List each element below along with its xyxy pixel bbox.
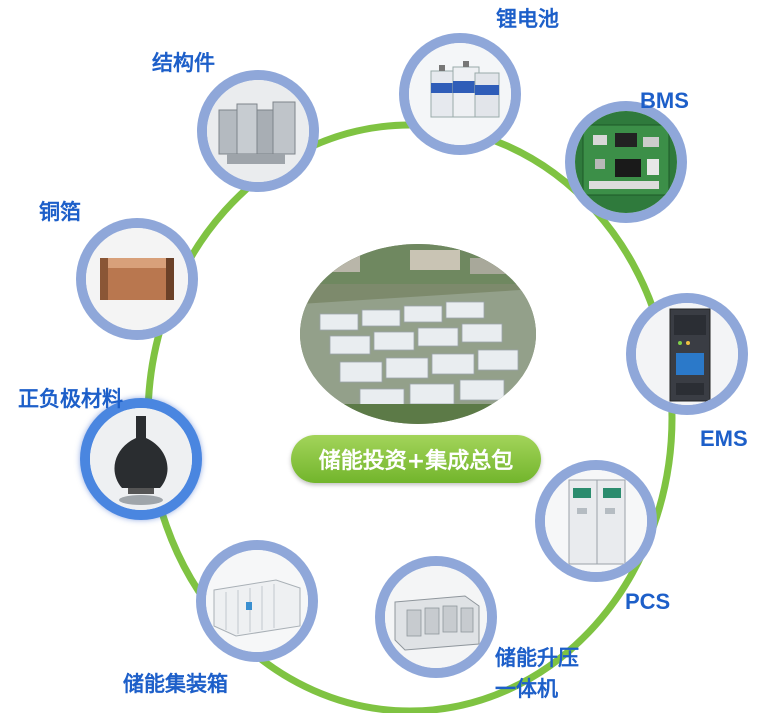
circuit-board-icon xyxy=(575,111,677,213)
node-copper-foil[interactable] xyxy=(76,218,198,340)
node-pcs[interactable] xyxy=(535,460,657,582)
label-bms: BMS xyxy=(640,88,689,113)
energy-storage-plant-photo xyxy=(300,244,536,424)
node-step-up-unit[interactable] xyxy=(375,556,497,678)
copper-foil-icon xyxy=(86,228,188,330)
node-lithium-battery[interactable] xyxy=(399,33,521,155)
battery-icon xyxy=(409,43,511,145)
node-structural-parts[interactable] xyxy=(197,70,319,192)
label-copper-foil: 铜箔 xyxy=(39,200,81,224)
label-container: 储能集装箱 xyxy=(123,672,228,696)
transformer-unit-icon xyxy=(385,566,487,668)
investment-epc-badge: 储能投资+集成总包 xyxy=(291,435,541,483)
label-pcs: PCS xyxy=(625,589,671,614)
node-ems[interactable] xyxy=(626,293,748,415)
label-structural-parts: 结构件 xyxy=(152,51,215,75)
node-container[interactable] xyxy=(196,540,318,662)
node-bms[interactable] xyxy=(565,101,687,223)
label-ems: EMS xyxy=(700,426,748,451)
node-electrode-material[interactable] xyxy=(80,398,202,520)
powder-flask-icon xyxy=(90,408,192,510)
control-cabinet-icon xyxy=(636,303,738,405)
inverter-cabinet-icon xyxy=(545,470,647,572)
label-step-up-line2: 一体机 xyxy=(495,677,558,701)
container-icon xyxy=(206,550,308,652)
metal-parts-icon xyxy=(207,80,309,182)
label-lithium-battery: 锂电池 xyxy=(496,7,559,31)
label-electrode-material: 正负极材料 xyxy=(18,387,123,411)
label-step-up-line1: 储能升压 xyxy=(495,646,579,670)
